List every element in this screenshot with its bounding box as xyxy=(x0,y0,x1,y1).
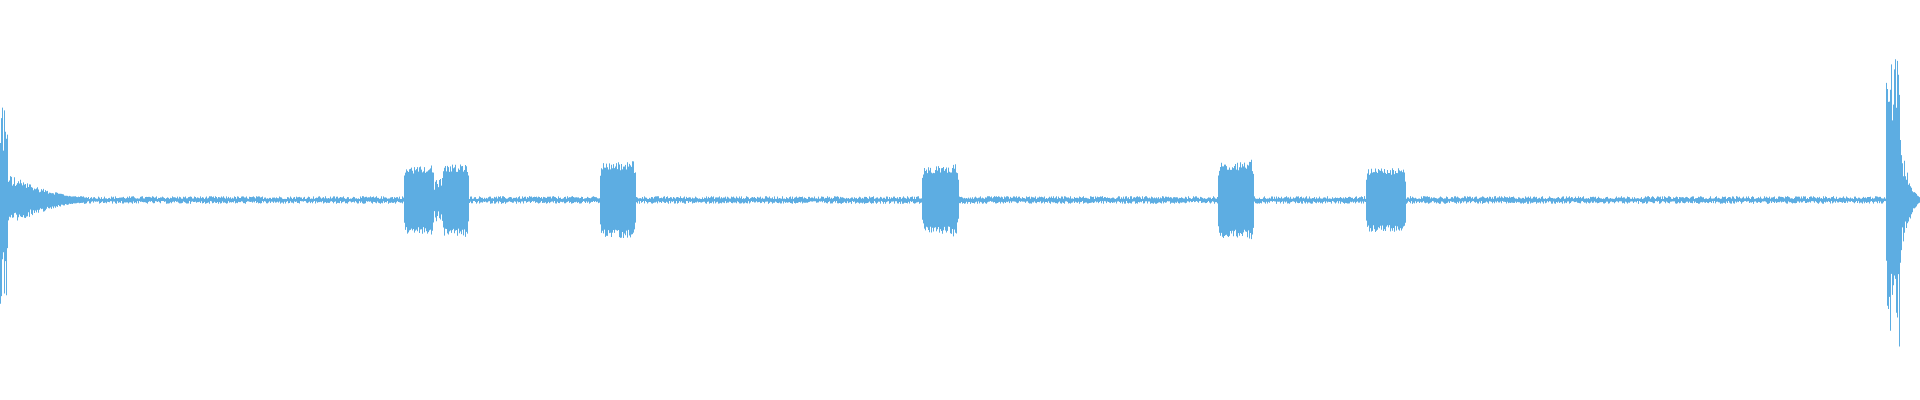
waveform-path xyxy=(0,59,1920,347)
